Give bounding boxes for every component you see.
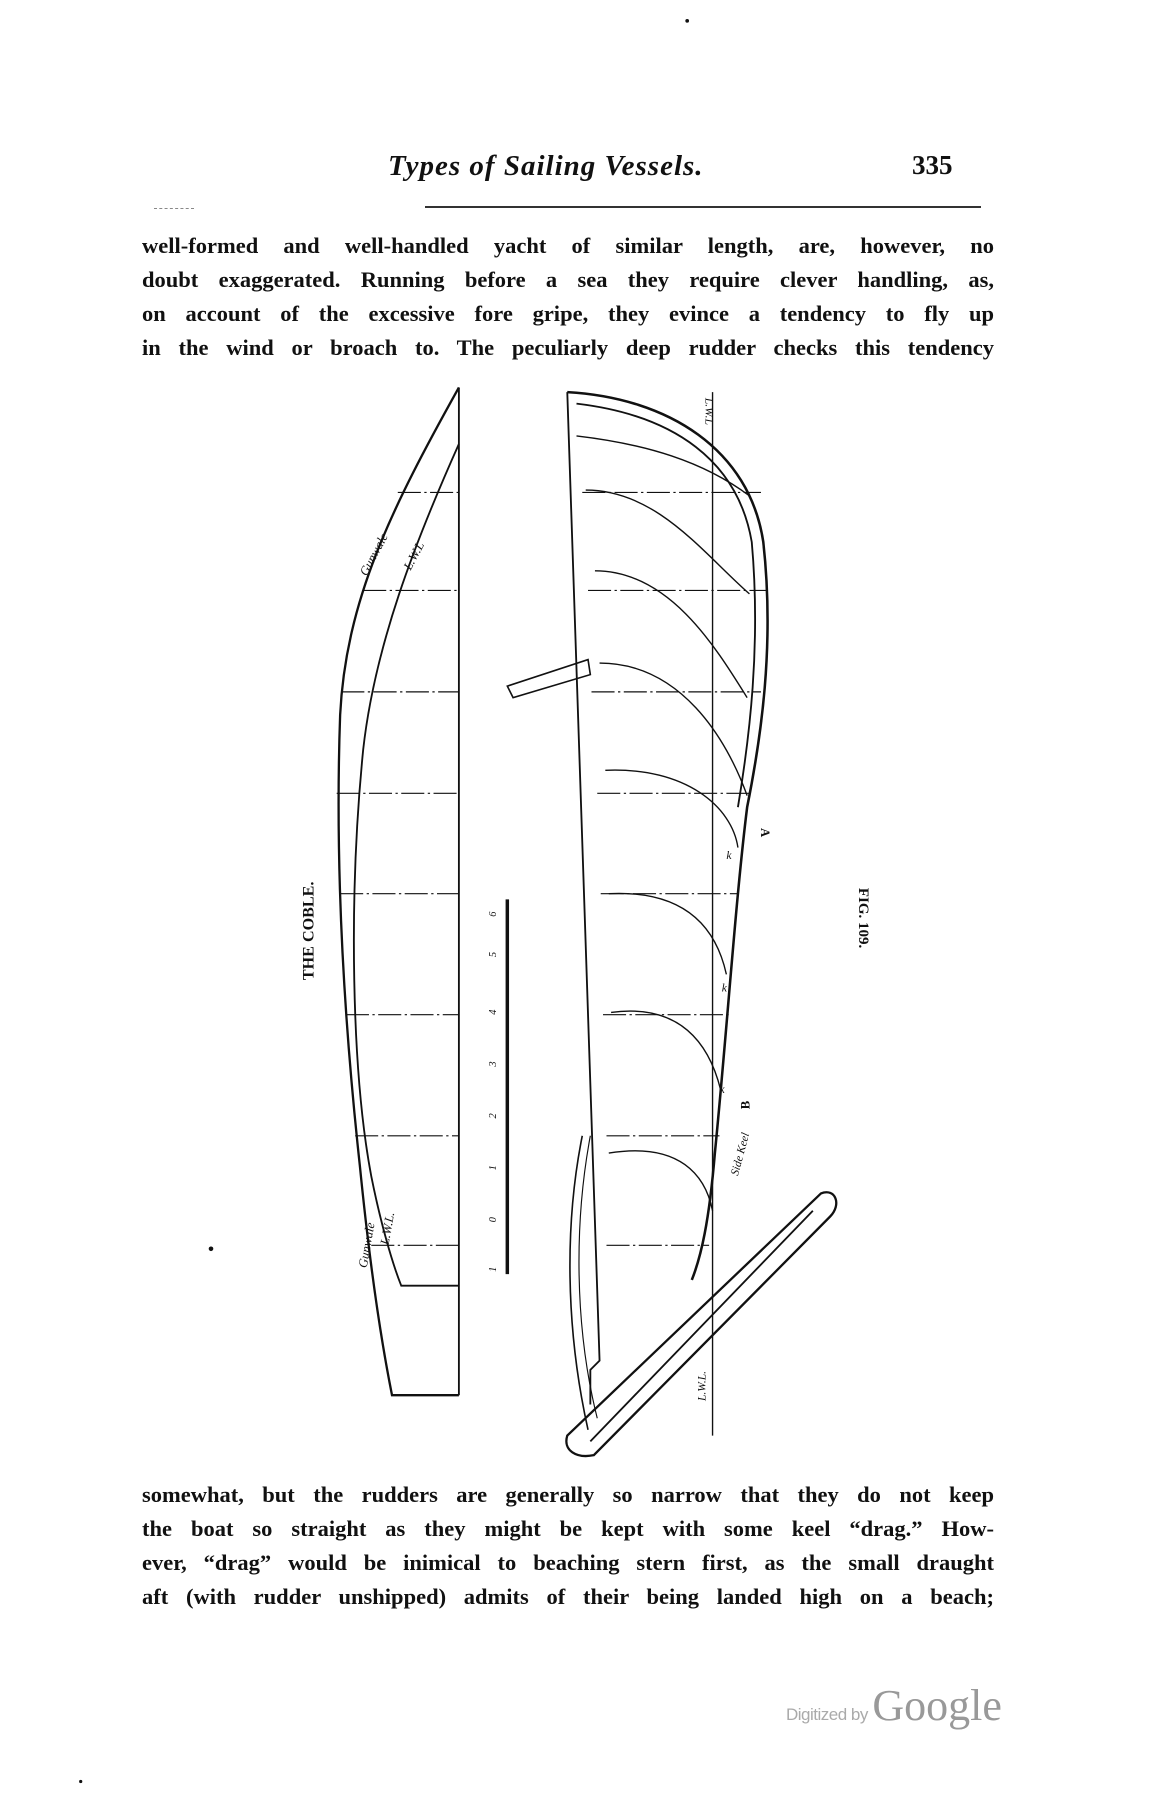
inner-profile [576, 402, 757, 808]
scale-tick: 1 [488, 1267, 499, 1272]
figure-title: THE COBLE. [301, 882, 318, 981]
scan-speck [208, 1246, 214, 1252]
label-side-keel: Side Keel [729, 1131, 752, 1176]
page-number: 335 [912, 150, 953, 180]
label-lwl-top: L.W.L [400, 539, 427, 573]
header-rule-fragment [154, 208, 194, 209]
scale-tick: 0 [488, 1216, 499, 1222]
paragraph-top: well-formed and well-handled yacht of si… [142, 229, 994, 365]
label-k: k [726, 850, 732, 862]
stern-curve-inner [578, 1135, 598, 1419]
rudder-inner [589, 1210, 814, 1442]
paragraph-bottom: somewhat, but the rudders are generally … [142, 1478, 994, 1614]
label-lwl-profile-bottom: L.W.L. [697, 1371, 709, 1402]
label-point-b: B [738, 1100, 752, 1109]
text-line: somewhat, but the rudders are generally … [142, 1482, 994, 1507]
running-head-title: Types of Sailing Vessels. [388, 150, 704, 182]
lwl-curve [352, 443, 460, 1287]
rudder [565, 1191, 838, 1458]
stern-curve [569, 1135, 589, 1430]
label-gunwale-top: Gunwale [357, 531, 391, 578]
label-point-a: A [758, 828, 772, 838]
station-lines [336, 491, 459, 1246]
scale-tick: 1 [488, 1165, 499, 1170]
text-line: the boat so straight as they might be ke… [142, 1516, 994, 1541]
tiller [506, 658, 592, 699]
text-line: ever, “drag” would be inimical to beachi… [142, 1550, 994, 1575]
scale-tick: 3 [488, 1061, 499, 1067]
outer-profile [567, 390, 769, 1281]
scale-tick: 5 [488, 952, 499, 957]
scan-speck [685, 18, 690, 23]
label-lwl-bottom: L.W.L. [378, 1211, 398, 1247]
watermark-prefix: Digitized by [786, 1705, 868, 1724]
digitized-by-google-watermark: Digitized by Google [786, 1680, 1002, 1731]
figure-caption: FIG. 109. [855, 888, 871, 949]
gunwale-curve [337, 386, 460, 1397]
text-line: aft (with rudder unshipped) admits of th… [142, 1584, 994, 1609]
running-head: Types of Sailing Vessels. 335 [0, 150, 1153, 190]
label-lwl-profile-top: L.W.L [703, 397, 715, 425]
scale-tick-labels: 1 0 1 2 3 4 5 6 [488, 911, 499, 1272]
scale-tick: 6 [488, 911, 499, 917]
scale-tick: 2 [488, 1113, 499, 1118]
text-line: doubt exaggerated. Running before a sea … [142, 267, 994, 292]
text-line: on account of the excessive fore gripe, … [142, 301, 994, 326]
text-line: well-formed and well-handled yacht of si… [142, 233, 994, 258]
header-rule [425, 206, 981, 208]
scale-tick: 4 [488, 1010, 499, 1015]
label-k: k [722, 983, 728, 995]
label-k: k [719, 1084, 725, 1096]
scan-speck [79, 1779, 83, 1784]
text-line: in the wind or broach to. The peculiarly… [142, 335, 994, 360]
profile-station-lines [582, 491, 767, 1246]
watermark-brand: Google [872, 1681, 1002, 1730]
stem-line [566, 392, 601, 1405]
